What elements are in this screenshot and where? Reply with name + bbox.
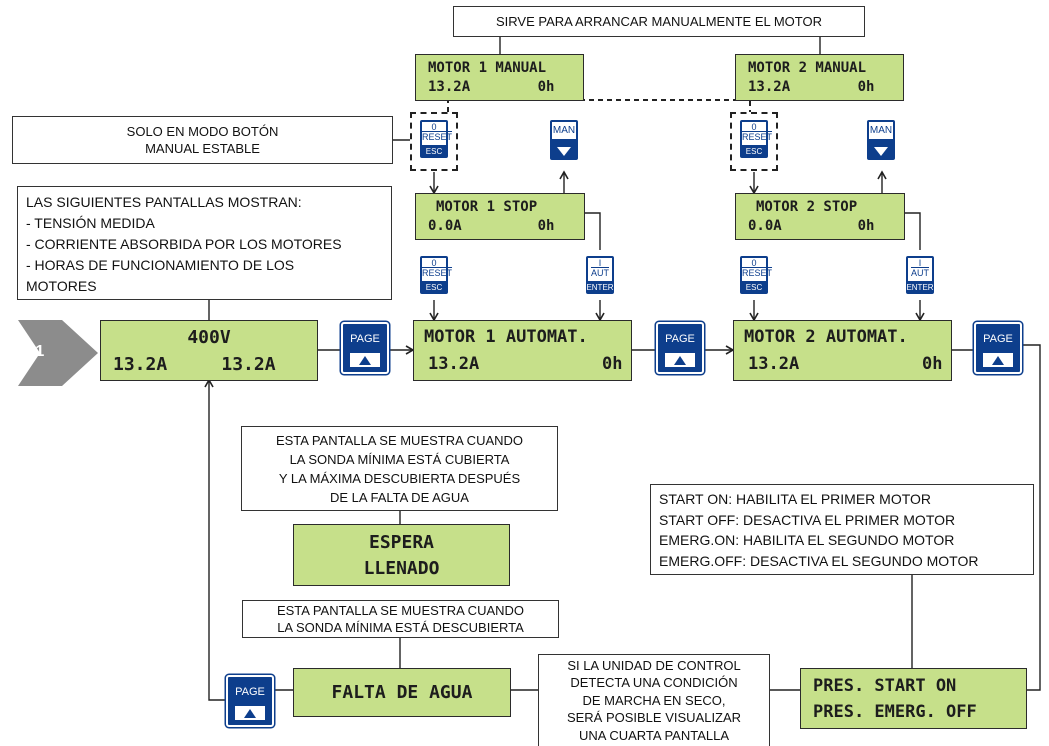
note-button-mode: SOLO EN MODO BOTÓN MANUAL ESTABLE [12,116,393,164]
note-dry-run: SI LA UNIDAD DE CONTROL DETECTA UNA COND… [538,654,770,746]
lcd-main-voltage: 400V 13.2A 13.2A [100,320,318,381]
lcd-motor2-stop: MOTOR 2 STOP 0.0A 0h [735,193,905,240]
lcd-motor1-manual: MOTOR 1 MANUAL 13.2A 0h [415,54,584,101]
lcd-motor2-manual: MOTOR 2 MANUAL 13.2A 0h [735,54,904,101]
lcd-pres-start-emerg: PRES. START ON PRES. EMERG. OFF [800,668,1027,729]
man-key-2[interactable]: MAN [867,120,895,160]
page-button-4[interactable]: PAGE [226,675,274,727]
note-manual-start: SIRVE PARA ARRANCAR MANUALMENTE EL MOTOR [453,6,865,37]
note-wait-fill: ESTA PANTALLA SE MUESTRA CUANDO LA SONDA… [241,426,558,511]
lcd-wait-fill: ESPERA LLENADO [293,524,510,586]
note-start-emerg: START ON: HABILITA EL PRIMER MOTOR START… [650,484,1034,575]
note-water-fault: ESTA PANTALLA SE MUESTRA CUANDO LA SONDA… [242,600,559,638]
man-key-1[interactable]: MAN [550,120,578,160]
section-label: 8.1 [22,343,45,360]
lcd-motor1-auto: MOTOR 1 AUTOMAT. 13.2A 0h [413,320,632,381]
lcd-motor2-auto: MOTOR 2 AUTOMAT. 13.2A 0h [733,320,952,381]
lcd-motor1-stop: MOTOR 1 STOP 0.0A 0h [415,193,585,240]
lcd-water-fault: FALTA DE AGUA [293,668,511,717]
manual-mode-highlight-2 [730,112,778,171]
page-button-3[interactable]: PAGE [974,322,1022,374]
manual-mode-highlight-1 [410,112,458,171]
section-arrow-badge [18,320,98,386]
note-screens-info: LAS SIGUIENTES PANTALLAS MOSTRAN: - TENS… [17,186,392,300]
page-button-2[interactable]: PAGE [656,322,704,374]
page-button-1[interactable]: PAGE [341,322,389,374]
